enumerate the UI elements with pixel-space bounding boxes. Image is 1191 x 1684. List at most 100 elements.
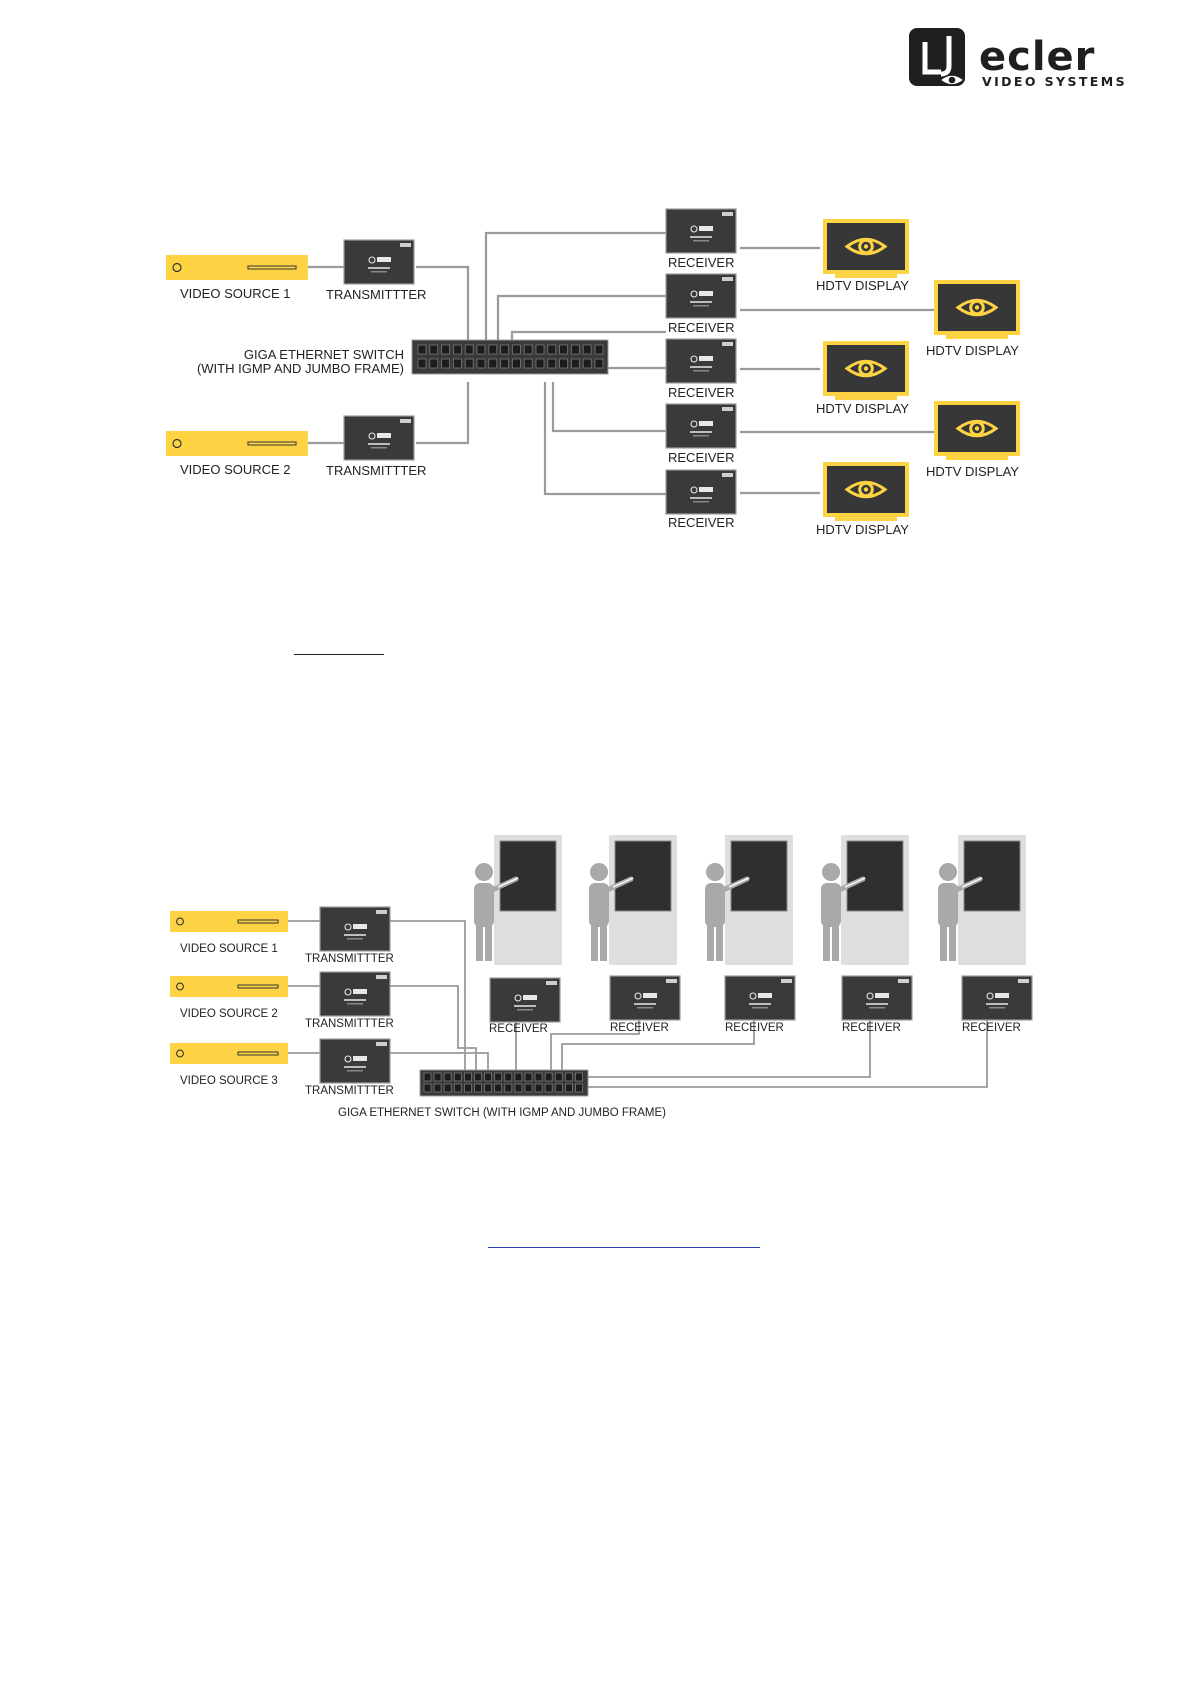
ethernet-switch (411, 339, 609, 375)
video-source-3-label-2: VIDEO SOURCE 3 (180, 1075, 278, 1087)
transmitter-2-device-2 (319, 971, 391, 1017)
link-underline (488, 1247, 760, 1248)
switch-port (464, 344, 474, 355)
switch-port (514, 1072, 523, 1082)
switch-port (594, 358, 604, 369)
switch-port (476, 344, 486, 355)
switch-port (547, 358, 557, 369)
kiosk-4 (821, 835, 909, 965)
switch-port (514, 1083, 523, 1093)
receiver-4-device-2 (841, 975, 913, 1021)
switch-port (575, 1072, 583, 1082)
logo-subtitle: VIDEO SYSTEMS (982, 74, 1127, 89)
receiver-4-label-2: RECEIVER (842, 1022, 901, 1034)
switch-port (433, 1072, 442, 1082)
switch-port (554, 1072, 563, 1082)
switch-port (582, 344, 592, 355)
hdtv-display-2-label: HDTV DISPLAY (926, 343, 1019, 358)
transmitter-2-label-2: TRANSMITTTER (305, 1018, 394, 1030)
receiver-2-label-2: RECEIVER (610, 1022, 669, 1034)
transmitter-1-label: TRANSMITTTER (326, 287, 426, 302)
receiver-5-device (665, 469, 737, 515)
switch-port (429, 358, 439, 369)
receiver-3-device-2 (724, 975, 796, 1021)
switch-port (523, 344, 533, 355)
switch-port (559, 358, 568, 369)
hdtv-display-4-label: HDTV DISPLAY (926, 464, 1019, 479)
receiver-5-device-2 (961, 975, 1033, 1021)
switch-port (594, 344, 604, 355)
cable-lines (308, 231, 934, 496)
switch-port (452, 344, 462, 355)
receiver-4-device (665, 403, 737, 449)
switch-port (534, 1072, 543, 1082)
kiosk-1 (474, 835, 562, 965)
switch-label-line-1: GIGA ETHERNET SWITCH (244, 347, 404, 362)
switch-port (433, 1083, 442, 1093)
switch-port (453, 1083, 462, 1093)
transmitter-2-device (343, 415, 415, 461)
switch-port (488, 344, 498, 355)
switch-port (441, 344, 451, 355)
switch-port (474, 1072, 482, 1082)
switch-port (476, 358, 486, 369)
hdtv-display-5-label: HDTV DISPLAY (816, 522, 909, 537)
switch-port (484, 1072, 493, 1082)
receiver-4-label: RECEIVER (668, 450, 734, 465)
transmitter-3-label-2: TRANSMITTTER (305, 1085, 394, 1097)
switch-port (484, 1083, 493, 1093)
receiver-1-label: RECEIVER (668, 255, 734, 270)
switch-port (500, 358, 510, 369)
receiver-1-label-2: RECEIVER (489, 1023, 548, 1035)
switch-port (535, 358, 545, 369)
switch-port (441, 358, 451, 369)
switch-label-2: GIGA ETHERNET SWITCH (WITH IGMP AND JUMB… (338, 1107, 666, 1119)
switch-port (571, 344, 580, 355)
switch-port (544, 1072, 553, 1082)
receiver-3-label-2: RECEIVER (725, 1022, 784, 1034)
receiver-5-label-2: RECEIVER (962, 1022, 1021, 1034)
transmitter-1-label-2: TRANSMITTTER (305, 953, 394, 965)
switch-port (565, 1083, 573, 1093)
switch-port (512, 358, 521, 369)
diagram-one: VIDEO SOURCE 1 VIDEO SOURCE 2 TRANSMITTT… (165, 208, 1022, 537)
receiver-3-label: RECEIVER (668, 385, 734, 400)
video-source-3-device-2 (169, 1042, 289, 1065)
switch-port (464, 358, 474, 369)
hdtv-display-3 (821, 339, 911, 402)
switch-port (554, 1083, 563, 1093)
switch-port (582, 358, 592, 369)
receiver-1-device-2 (489, 977, 561, 1023)
kiosk-5 (938, 835, 1026, 965)
transmitter-3-device-2 (319, 1038, 391, 1084)
kiosk-2 (589, 835, 677, 965)
switch-port (547, 344, 557, 355)
switch-port (523, 358, 533, 369)
switch-port (512, 344, 521, 355)
switch-port (535, 344, 545, 355)
video-source-2-label-2: VIDEO SOURCE 2 (180, 1008, 278, 1020)
switch-port (494, 1083, 503, 1093)
video-source-2-label: VIDEO SOURCE 2 (180, 462, 291, 477)
receiver-2-device-2 (609, 975, 681, 1021)
switch-port (423, 1083, 432, 1093)
hdtv-display-5 (821, 460, 911, 523)
receiver-1-device (665, 208, 737, 254)
transmitter-1-device (343, 239, 415, 285)
logo-word: ecler (979, 34, 1095, 80)
switch-port (504, 1083, 513, 1093)
hdtv-display-4 (932, 399, 1022, 462)
switch-port (559, 344, 568, 355)
switch-port (524, 1072, 533, 1082)
switch-port (417, 344, 427, 355)
video-source-1-label-2: VIDEO SOURCE 1 (180, 943, 278, 955)
hdtv-display-1-label: HDTV DISPLAY (816, 278, 909, 293)
receiver-3-device (665, 338, 737, 384)
switch-port (494, 1072, 503, 1082)
switch-port (474, 1083, 482, 1093)
cable-lines-2 (288, 920, 988, 1088)
hdtv-display-2 (932, 278, 1022, 341)
text-underline (294, 654, 384, 655)
ecler-logo: ecler VIDEO SYSTEMS (909, 28, 1127, 89)
transmitter-2-label: TRANSMITTTER (326, 463, 426, 478)
